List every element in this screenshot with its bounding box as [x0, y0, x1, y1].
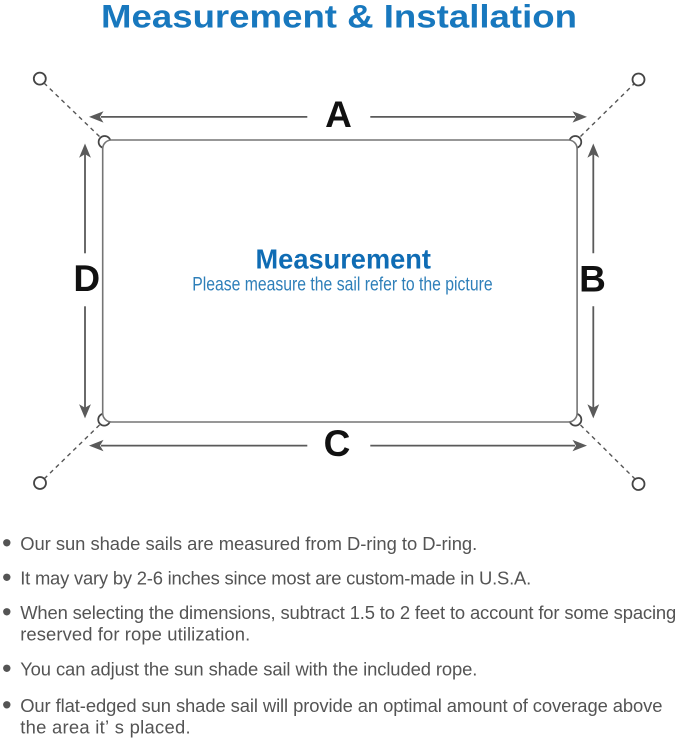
svg-text:C: C [324, 423, 351, 464]
svg-text:reserved for rope utilization.: reserved for rope utilization. [20, 624, 250, 645]
svg-text:Our sun shade sails are measur: Our sun shade sails are measured from D-… [20, 533, 477, 554]
svg-text:It may vary by 2-6 inches sinc: It may vary by 2-6 inches since most are… [20, 568, 531, 589]
svg-text:Measurement & Installation: Measurement & Installation [101, 0, 577, 35]
svg-text:When selecting the dimensions,: When selecting the dimensions, subtract … [20, 602, 676, 623]
svg-text:B: B [579, 259, 606, 300]
svg-text:Please measure the sail refer: Please measure the sail refer to the pic… [192, 274, 492, 296]
svg-text:the area it’ s placed.: the area it’ s placed. [20, 717, 190, 738]
svg-text:A: A [325, 94, 352, 135]
svg-text:D: D [73, 258, 100, 299]
svg-text:You can adjust the sun shade s: You can adjust the sun shade sail with t… [20, 659, 477, 680]
svg-text:Our flat-edged sun shade sail: Our flat-edged sun shade sail will provi… [20, 695, 662, 716]
svg-text:Measurement: Measurement [256, 244, 432, 275]
